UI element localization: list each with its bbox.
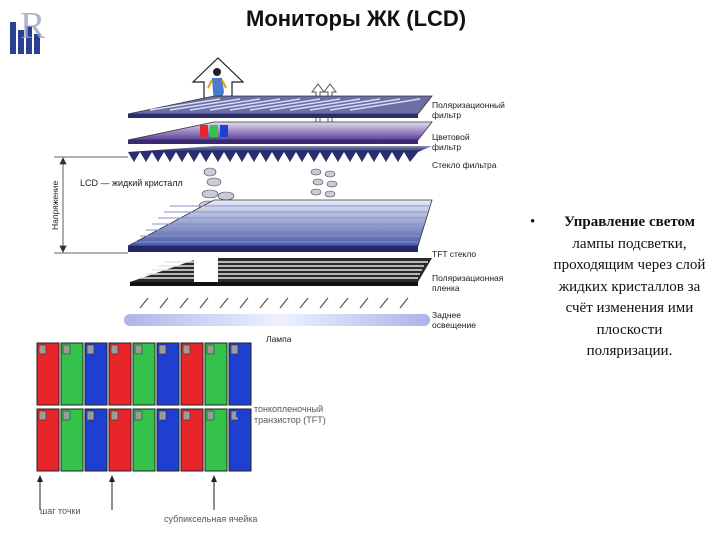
voltage-dimension-line	[54, 156, 128, 254]
tft-transistor	[38, 344, 47, 355]
subpixel-cell	[156, 408, 180, 472]
subpixel-cell	[132, 408, 156, 472]
page-title: Мониторы ЖК (LCD)	[246, 6, 467, 31]
label-tft-transistor: тонкопленочный транзистор (TFT)	[254, 404, 326, 425]
label-color-filter: Цветовой фильтр	[432, 132, 470, 152]
tft-transistor	[110, 344, 119, 355]
tft-transistor	[38, 410, 47, 421]
tft-transistor	[182, 410, 191, 421]
subpixel-cell	[204, 408, 228, 472]
tft-glass-layer	[127, 199, 433, 252]
tft-transistor	[158, 410, 167, 421]
tft-transistor	[158, 344, 167, 355]
tft-transistor	[134, 410, 143, 421]
tft-transistor	[134, 344, 143, 355]
subpixel-cell	[204, 342, 228, 406]
subpixel-cell	[108, 408, 132, 472]
subpixel-cell	[180, 408, 204, 472]
subpixel-cell	[228, 408, 252, 472]
label-subpixel-cell: субпиксельная ячейка	[164, 514, 258, 524]
tft-transistor	[86, 344, 95, 355]
label-dot-pitch: шаг точки	[40, 506, 81, 516]
subpixel-cell	[180, 342, 204, 406]
lamp-tube	[124, 314, 430, 326]
label-voltage: Напряжение	[50, 180, 60, 230]
bullet-rest-text: лампы подсветки, проходящим через слой ж…	[553, 235, 706, 360]
label-filter-glass: Стекло фильтра	[432, 160, 497, 170]
subpixel-cell	[60, 342, 84, 406]
subpixel-cell	[108, 342, 132, 406]
tft-transistor	[182, 344, 191, 355]
subpixel-cell	[156, 342, 180, 406]
tft-transistor	[230, 410, 239, 421]
tft-transistor	[62, 344, 71, 355]
subpixel-cell	[36, 408, 60, 472]
label-polarizing-filter: Поляризационный фильтр	[432, 100, 505, 120]
bullet-bold-text: Управление светом	[564, 214, 695, 230]
filter-glass-layer	[128, 146, 432, 162]
tft-transistor	[230, 344, 239, 355]
label-polarizing-film: Поляризационная пленка	[432, 273, 504, 293]
tft-transistor	[206, 410, 215, 421]
bullet-text: Управление светом лампы подсветки, прохо…	[552, 212, 707, 363]
color-filter-layer	[127, 121, 433, 144]
subpixel-cell	[228, 342, 252, 406]
label-liquid-crystal: LCD — жидкий кристалл	[80, 178, 183, 188]
subpixel-cell	[60, 408, 84, 472]
subpixel-cell	[36, 342, 60, 406]
subpixel-cell	[84, 342, 108, 406]
tft-transistor	[62, 410, 71, 421]
polarizing-filter-layer	[127, 95, 433, 118]
tft-transistor	[86, 410, 95, 421]
subpixel-cell	[132, 342, 156, 406]
label-lamp: Лампа	[266, 334, 292, 344]
university-logo: R	[6, 4, 52, 64]
tft-transistor	[110, 410, 119, 421]
polarizing-film-layer	[130, 258, 432, 286]
logo-letter: R	[20, 5, 46, 47]
backlight-layer	[139, 297, 409, 309]
label-tft-glass: TFT стекло	[432, 249, 477, 259]
pixel-grid	[36, 342, 252, 472]
label-backlight: Заднее освещение	[432, 310, 476, 330]
subpixel-cell	[84, 408, 108, 472]
tft-transistor	[206, 344, 215, 355]
bullet-marker: •	[530, 214, 536, 230]
